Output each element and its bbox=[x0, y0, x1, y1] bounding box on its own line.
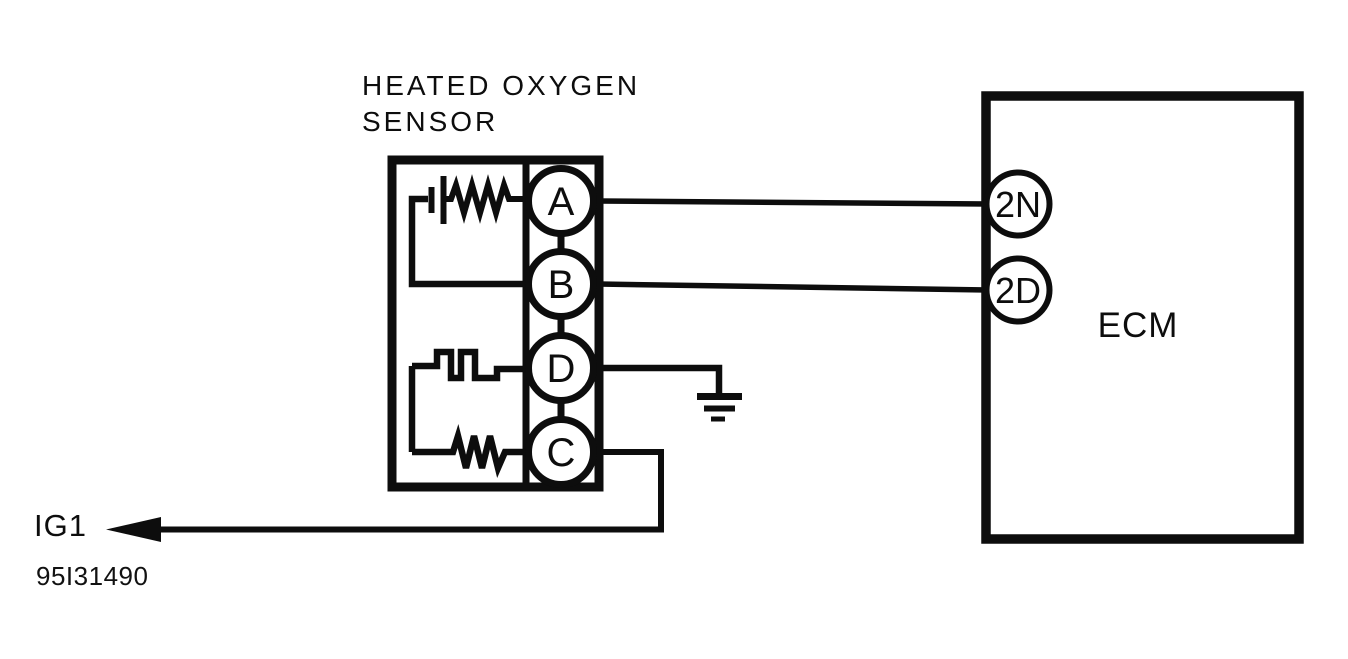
sense-resistor-icon bbox=[446, 174, 529, 224]
pin-label-b: B bbox=[548, 263, 575, 307]
pin-circle-a bbox=[525, 165, 597, 237]
pin-circle-c bbox=[525, 416, 597, 488]
ground-icon bbox=[697, 393, 742, 422]
pin-label-c: C bbox=[547, 431, 576, 475]
ecm-label: ECM bbox=[1098, 306, 1179, 345]
sensing-cell-circuit bbox=[408, 174, 529, 288]
sensor-title: HEATED OXYGEN SENSOR bbox=[362, 68, 640, 140]
ecm-outline bbox=[981, 91, 1304, 544]
wire-b-to-2d bbox=[597, 281, 989, 293]
sensor-title-line1: HEATED OXYGEN bbox=[362, 70, 641, 101]
left-arrow-icon bbox=[106, 517, 161, 542]
pin-circle-b bbox=[525, 248, 597, 320]
heater-circuit bbox=[408, 348, 529, 479]
pin-label-a: A bbox=[548, 180, 575, 224]
wire-d-to-ground bbox=[598, 364, 723, 393]
wire-a-to-2n bbox=[597, 198, 989, 207]
heater-resistor-icon bbox=[412, 423, 529, 479]
wire-c-to-ig1 bbox=[159, 449, 664, 533]
ecm-pin-circle-2n bbox=[983, 169, 1053, 239]
sensor-connector-pins: A B D C bbox=[525, 165, 597, 488]
sensor-outline bbox=[387, 155, 604, 492]
heater-element-icon bbox=[412, 348, 529, 382]
cell-loop-wire bbox=[408, 195, 529, 288]
sensor-box: A B D C bbox=[387, 155, 604, 492]
ecm-pin-label-2n: 2N bbox=[995, 184, 1041, 225]
figure-code: 95I31490 bbox=[36, 561, 149, 591]
ecm-pin-label-2d: 2D bbox=[995, 270, 1041, 311]
pin-circle-d bbox=[525, 332, 597, 404]
ecm-box: 2N 2D ECM bbox=[981, 91, 1304, 544]
ecm-pin-circle-2d bbox=[983, 255, 1053, 325]
ig1-label: IG1 bbox=[34, 508, 87, 543]
pin-label-d: D bbox=[547, 347, 576, 391]
sensor-title-line2: SENSOR bbox=[362, 106, 499, 137]
